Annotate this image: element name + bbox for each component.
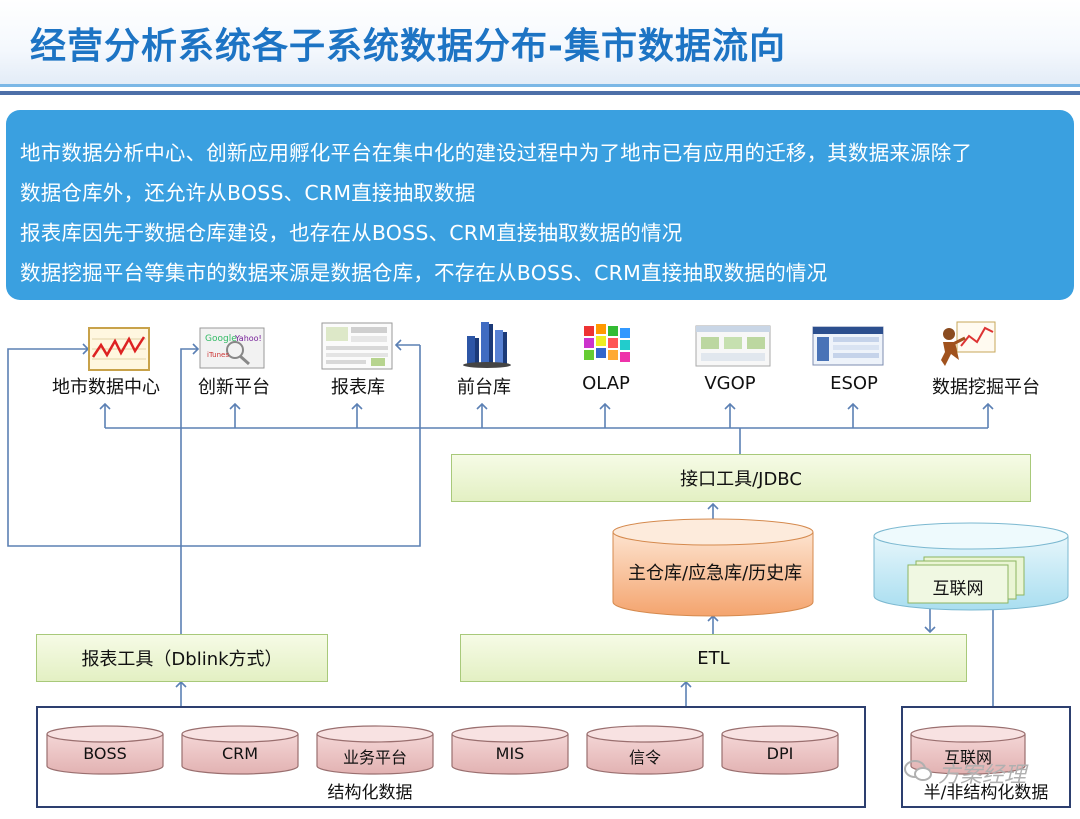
- internet-doc-label: 互联网: [932, 579, 984, 599]
- intro-line-3: 报表库因先于数据仓库建设，也存在从BOSS、CRM直接抽取数据的情况: [20, 221, 683, 245]
- title-rule: [0, 84, 1080, 87]
- source-cylinder-boss: [46, 725, 164, 775]
- line-chart-icon: [88, 327, 150, 371]
- svg-text:iTunes: iTunes: [207, 351, 229, 359]
- interface-tool-box: 接口工具/JDBC: [451, 454, 1031, 502]
- dashboard-screenshot-icon: [695, 325, 771, 367]
- document-stack-icon: [907, 556, 1025, 604]
- source-label-mis: MIS: [495, 744, 525, 763]
- structured-data-label: 结构化数据: [327, 783, 413, 803]
- watermark-text: 方案经理: [938, 763, 1027, 788]
- intro-line-4: 数据挖掘平台等集市的数据来源是数据仓库，不存在从BOSS、CRM直接抽取数据的情…: [20, 261, 828, 285]
- target-label-4: 前台库: [457, 377, 511, 398]
- report-screenshot-icon: [321, 322, 393, 370]
- report-tool-to-innovation: [180, 343, 200, 634]
- source-cylinder-internet: [910, 725, 1026, 775]
- warehouse-cylinder: [612, 518, 814, 617]
- source-label-crm: CRM: [221, 744, 259, 763]
- svg-text:Google: Google: [205, 334, 237, 344]
- source-cylinder-mis: [451, 725, 569, 775]
- source-label-signal: 信令: [628, 748, 661, 767]
- source-cylinder-crm: [181, 725, 299, 775]
- target-label-7: ESOP: [830, 373, 878, 394]
- intro-panel: 地市数据分析中心、创新应用孵化平台在集中化的建设过程中为了地市已有应用的迁移，其…: [6, 110, 1074, 300]
- source-cylinder-signal: [586, 725, 704, 775]
- portal-screenshot-icon: [812, 326, 884, 366]
- title-rule-dark: [0, 91, 1080, 95]
- target-label-1: 地市数据中心: [52, 377, 160, 398]
- search-screenshot-icon: Google Yahoo! iTunes: [199, 327, 265, 369]
- 3d-bar-chart-icon: [463, 322, 511, 368]
- svg-text:Yahoo!: Yahoo!: [234, 334, 262, 343]
- report-tool-box: 报表工具（Dblink方式）: [36, 634, 328, 682]
- title-bar: [0, 0, 1080, 84]
- target-label-5: OLAP: [582, 373, 630, 394]
- intro-line-1: 地市数据分析中心、创新应用孵化平台在集中化的建设过程中为了地市已有应用的迁移，其…: [20, 141, 973, 165]
- source-cylinder-business: [316, 725, 434, 775]
- source-label-boss: BOSS: [83, 744, 127, 763]
- page-title: 经营分析系统各子系统数据分布-集市数据流向: [30, 26, 786, 67]
- wechat-icon: [904, 760, 932, 781]
- unstructured-data-frame: [901, 706, 1071, 808]
- warehouse-label: 主仓库/应急库/历史库: [628, 563, 803, 584]
- source-label-internet: 互联网: [943, 748, 992, 767]
- mining-person-icon: [941, 321, 996, 366]
- source-label-dpi: DPI: [766, 744, 794, 763]
- intro-line-2: 数据仓库外，还允许从BOSS、CRM直接抽取数据: [20, 181, 476, 205]
- cube-icon: [584, 324, 630, 362]
- structured-data-frame: [36, 706, 866, 808]
- unstructured-data-label: 半/非结构化数据: [923, 783, 1049, 803]
- etl-box: ETL: [460, 634, 967, 682]
- outer-loop-to-city-center: [7, 343, 421, 547]
- source-cylinder-dpi: [721, 725, 839, 775]
- target-label-6: VGOP: [704, 373, 756, 394]
- target-label-2: 创新平台: [198, 377, 270, 398]
- target-label-8: 数据挖掘平台: [932, 377, 1040, 398]
- source-label-business: 业务平台: [342, 748, 407, 767]
- target-label-3: 报表库: [331, 377, 385, 398]
